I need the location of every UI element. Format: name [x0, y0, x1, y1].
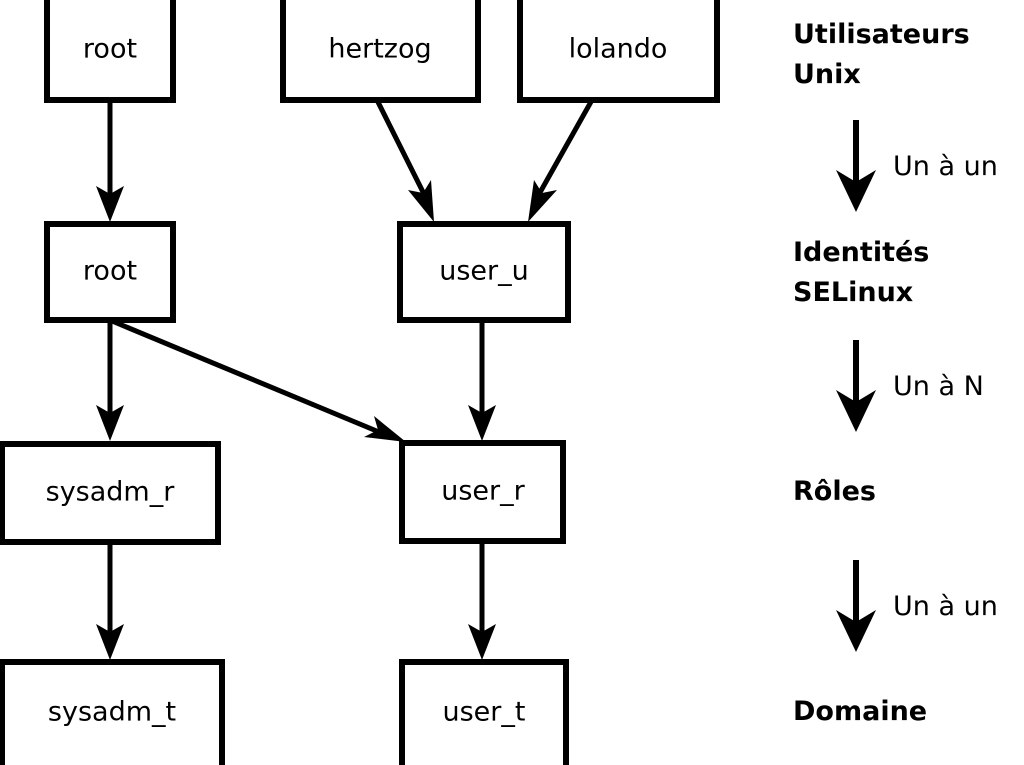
legend-stage-line: SELinux — [793, 277, 913, 308]
node-label: root — [83, 256, 137, 287]
edges-group — [96, 98, 595, 660]
edge-sel-root-to-user-r — [111, 318, 406, 442]
node-label: lolando — [569, 34, 668, 65]
node-role-sysadm-r[interactable]: sysadm_r — [0, 441, 221, 545]
node-unix-lolando[interactable]: lolando — [517, 0, 720, 103]
legend-stage-line: Unix — [793, 59, 861, 90]
edge-user-u-to-user-r — [468, 320, 496, 441]
edge-unix-root-to-sel-root — [96, 100, 124, 222]
legend-arrow-one-to-one-bottom: Un à un — [836, 560, 998, 652]
legend-stage-identity: Identités SELinux — [793, 237, 929, 308]
edge-user-r-to-user-t — [468, 541, 496, 660]
edge-lolando-to-user-u — [528, 98, 595, 222]
legend-stage-line: Identités — [793, 237, 929, 268]
legend-stage-line: Rôles — [793, 476, 876, 507]
nodes-group: root hertzog lolando root user_u sysadm_… — [0, 0, 720, 765]
node-label: user_u — [439, 256, 529, 287]
edge-sel-root-to-sysadm-r — [96, 320, 124, 441]
legend-arrow-label: Un à N — [893, 371, 984, 402]
legend-stage-unix: Utilisateurs Unix — [793, 19, 970, 90]
legend-arrow-one-to-n: Un à N — [836, 340, 984, 432]
legend-arrow-label: Un à un — [893, 591, 998, 622]
legend-arrow-label: Un à un — [893, 151, 998, 182]
node-unix-hertzog[interactable]: hertzog — [280, 0, 481, 103]
edge-sysadm-r-to-sysadm-t — [96, 542, 124, 660]
node-label: user_t — [443, 697, 526, 728]
node-domain-user-t[interactable]: user_t — [399, 659, 569, 765]
node-domain-sysadm-t[interactable]: sysadm_t — [0, 659, 225, 765]
node-role-user-r[interactable]: user_r — [399, 440, 566, 544]
legend-stage-line: Utilisateurs — [793, 19, 970, 50]
legend-group: Utilisateurs Unix Un à un Identités SELi… — [793, 19, 998, 727]
legend-arrow-one-to-one-top: Un à un — [836, 120, 998, 212]
legend-stage-line: Domaine — [793, 696, 927, 727]
legend-stage-roles: Rôles — [793, 476, 876, 507]
node-selinux-root[interactable]: root — [44, 221, 176, 323]
legend-stage-domain: Domaine — [793, 696, 927, 727]
node-selinux-user-u[interactable]: user_u — [397, 221, 571, 323]
node-label: sysadm_t — [48, 697, 176, 728]
node-label: sysadm_r — [46, 477, 176, 508]
node-label: root — [83, 34, 137, 65]
node-unix-root[interactable]: root — [44, 0, 176, 103]
edge-hertzog-to-user-u — [374, 98, 434, 222]
node-label: user_r — [441, 476, 525, 507]
node-label: hertzog — [328, 34, 431, 65]
